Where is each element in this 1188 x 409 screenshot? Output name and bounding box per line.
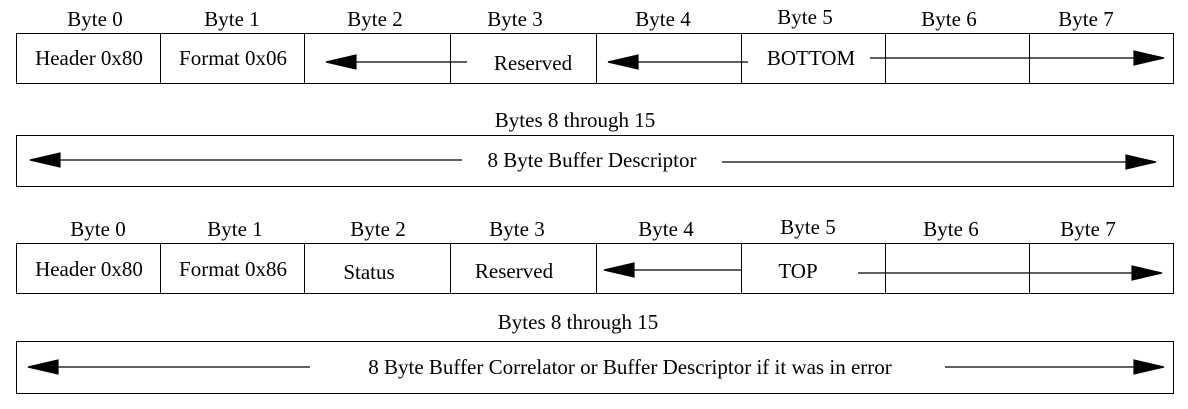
frame1-position-right-arrow: [870, 50, 1165, 66]
frame2-byte-label-0: Byte 0: [70, 217, 126, 241]
frame1-byte-label-1: Byte 1: [204, 7, 260, 31]
frame1-byte-label-2: Byte 2: [347, 7, 403, 31]
frame1-byte-label-5: Byte 5: [777, 5, 833, 29]
frame1-byte-label-7: Byte 7: [1058, 7, 1114, 31]
frame2-position-cell: TOP: [776, 259, 820, 283]
frame1-buffer-right-arrow: [722, 154, 1157, 170]
frame1-divider: [160, 33, 161, 84]
frame1-byte-label-6: Byte 6: [921, 7, 977, 31]
frame2-buffer-label: Bytes 8 through 15: [497, 310, 659, 334]
frame1-format-cell: Format 0x06: [177, 46, 289, 70]
frame2-buffer-correlator: 8 Byte Buffer Correlator or Buffer Descr…: [366, 355, 894, 379]
frame2-buffer-right-arrow: [945, 359, 1165, 375]
frame1-position-cell: BOTTOM: [764, 46, 858, 70]
frame2-divider: [160, 243, 161, 294]
frame2-byte-label-2: Byte 2: [350, 217, 406, 241]
frame2-byte-label-6: Byte 6: [923, 217, 979, 241]
frame2-divider: [596, 243, 597, 294]
frame1-byte-label-3: Byte 3: [487, 7, 543, 31]
frame1-byte-label-4: Byte 4: [635, 7, 691, 31]
frame2-reserved-cell: Reserved: [472, 259, 556, 283]
frame2-position-right-arrow: [858, 265, 1163, 281]
frame2-position-left-arrow: [603, 262, 742, 278]
frame1-buffer-left-arrow: [29, 152, 462, 168]
frame2-format-cell: Format 0x86: [177, 257, 289, 281]
frame1-divider: [304, 33, 305, 84]
frame2-buffer-left-arrow: [27, 359, 310, 375]
frame2-status-cell: Status: [341, 260, 397, 284]
frame2-byte-label-1: Byte 1: [207, 217, 263, 241]
frame1-reserved-left-arrow: [325, 54, 467, 70]
frame1-divider: [596, 33, 597, 84]
frame1-position-left-arrow: [607, 54, 748, 70]
frame2-header-cell: Header 0x80: [33, 257, 145, 281]
frame1-buffer-label: Bytes 8 through 15: [494, 108, 656, 132]
frame2-divider: [450, 243, 451, 294]
frame1-reserved-cell: Reserved: [491, 51, 575, 75]
frame1-buffer-descriptor: 8 Byte Buffer Descriptor: [485, 148, 699, 172]
frame1-divider: [741, 33, 742, 84]
frame2-divider: [885, 243, 886, 294]
frame2-byte-label-4: Byte 4: [638, 217, 694, 241]
frame1-byte-label-0: Byte 0: [67, 7, 123, 31]
frame2-byte-label-7: Byte 7: [1060, 217, 1116, 241]
frame2-divider: [741, 243, 742, 294]
frame2-divider: [1029, 243, 1030, 294]
frame2-byte-label-3: Byte 3: [489, 217, 545, 241]
frame2-byte-label-5: Byte 5: [780, 215, 836, 239]
frame2-divider: [304, 243, 305, 294]
frame1-divider: [450, 33, 451, 84]
frame1-header-cell: Header 0x80: [33, 46, 145, 70]
